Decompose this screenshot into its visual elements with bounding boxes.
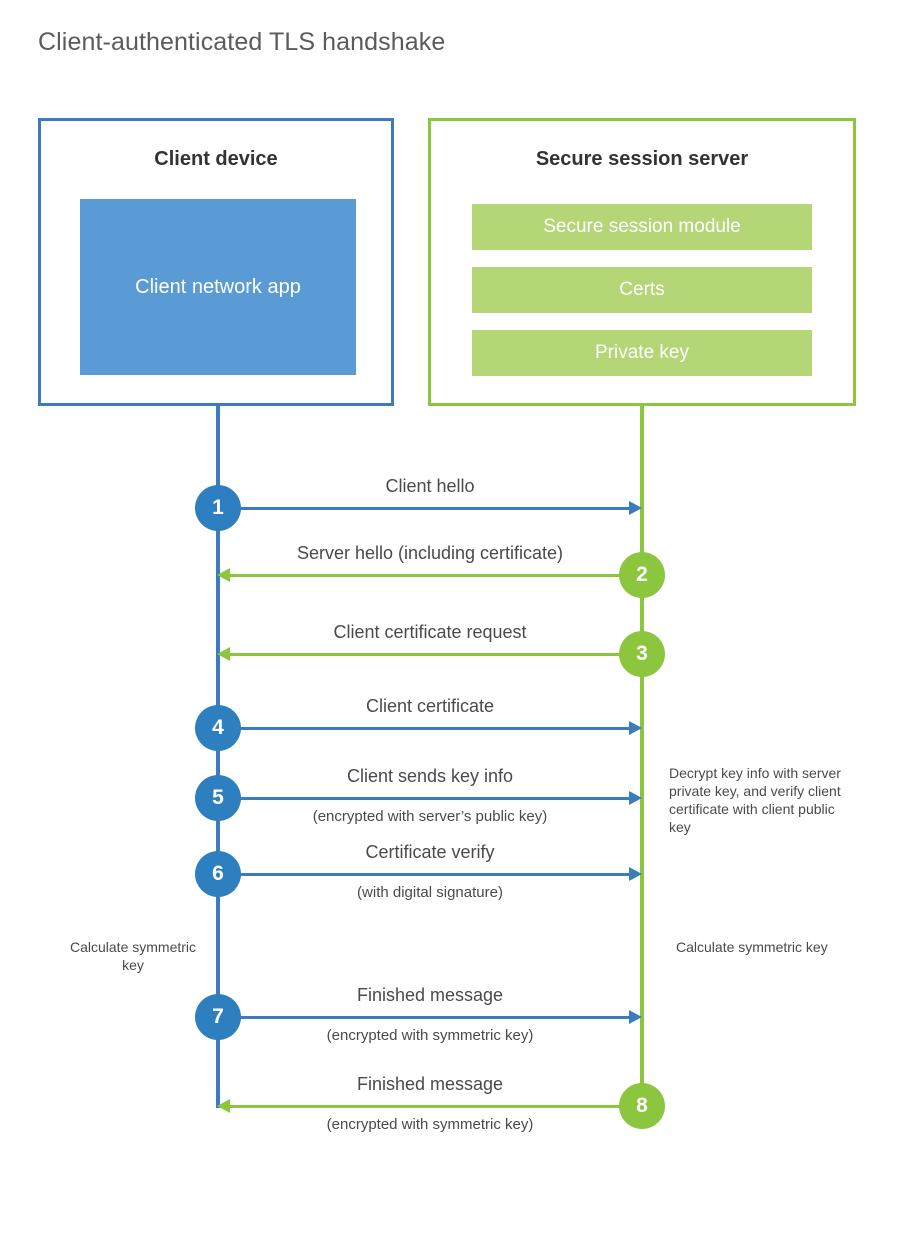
message-arrow-head-1 bbox=[629, 501, 642, 515]
server-component-private-key: Private key bbox=[472, 330, 812, 376]
message-arrow-line-3 bbox=[229, 653, 642, 656]
step-circle-5[interactable]: 5 bbox=[195, 775, 241, 821]
message-arrow-line-1 bbox=[218, 507, 631, 510]
server-lifeline bbox=[640, 404, 644, 1106]
secure-session-server-box: Secure session server Secure session mod… bbox=[428, 118, 856, 406]
client-device-box: Client device Client network app bbox=[38, 118, 394, 406]
message-arrow-line-4 bbox=[218, 727, 631, 730]
message-label-1: Client hello bbox=[385, 476, 475, 496]
note-decrypt-key-info: Decrypt key info with server private key… bbox=[669, 765, 841, 835]
message-arrow-line-8 bbox=[229, 1105, 642, 1108]
message-label-5: Client sends key info bbox=[346, 766, 514, 786]
message-sublabel-8: (encrypted with symmetric key) bbox=[326, 1116, 534, 1133]
client-device-title: Client device bbox=[154, 148, 278, 170]
message-arrow-head-4 bbox=[629, 721, 642, 735]
message-label-3: Client certificate request bbox=[333, 622, 527, 642]
message-sublabel-5: (encrypted with server’s public key) bbox=[312, 808, 548, 825]
message-arrow-line-6 bbox=[218, 873, 631, 876]
message-sublabel-6: (with digital signature) bbox=[357, 884, 503, 901]
message-label-2: Server hello (including certificate) bbox=[296, 543, 564, 563]
message-arrow-line-2 bbox=[229, 574, 642, 577]
message-label-8: Finished message bbox=[356, 1074, 504, 1094]
step-circle-8[interactable]: 8 bbox=[619, 1083, 665, 1129]
message-arrow-head-5 bbox=[629, 791, 642, 805]
step-circle-6[interactable]: 6 bbox=[195, 851, 241, 897]
client-network-app-block: Client network app bbox=[80, 199, 356, 375]
page-title: Client-authenticated TLS handshake bbox=[38, 28, 446, 56]
step-circle-2[interactable]: 2 bbox=[619, 552, 665, 598]
message-arrow-head-8 bbox=[217, 1099, 230, 1113]
message-arrow-head-7 bbox=[629, 1010, 642, 1024]
step-circle-3[interactable]: 3 bbox=[619, 631, 665, 677]
message-label-6: Certificate verify bbox=[365, 842, 495, 862]
message-label-7: Finished message bbox=[356, 985, 504, 1005]
message-label-4: Client certificate bbox=[365, 696, 495, 716]
note-calculate-symmetric-key-client: Calculate symmetric key bbox=[69, 939, 197, 973]
server-component-certs: Certs bbox=[472, 267, 812, 313]
message-arrow-line-7 bbox=[218, 1016, 631, 1019]
message-arrow-head-6 bbox=[629, 867, 642, 881]
message-sublabel-7: (encrypted with symmetric key) bbox=[326, 1027, 534, 1044]
message-arrow-head-2 bbox=[217, 568, 230, 582]
note-calculate-symmetric-key-server: Calculate symmetric key bbox=[676, 939, 828, 955]
server-component-secure-session-module: Secure session module bbox=[472, 204, 812, 250]
step-circle-4[interactable]: 4 bbox=[195, 705, 241, 751]
client-lifeline bbox=[216, 404, 220, 1108]
message-arrow-line-5 bbox=[218, 797, 631, 800]
step-circle-7[interactable]: 7 bbox=[195, 994, 241, 1040]
secure-session-server-title: Secure session server bbox=[535, 148, 749, 170]
step-circle-1[interactable]: 1 bbox=[195, 485, 241, 531]
message-arrow-head-3 bbox=[217, 647, 230, 661]
